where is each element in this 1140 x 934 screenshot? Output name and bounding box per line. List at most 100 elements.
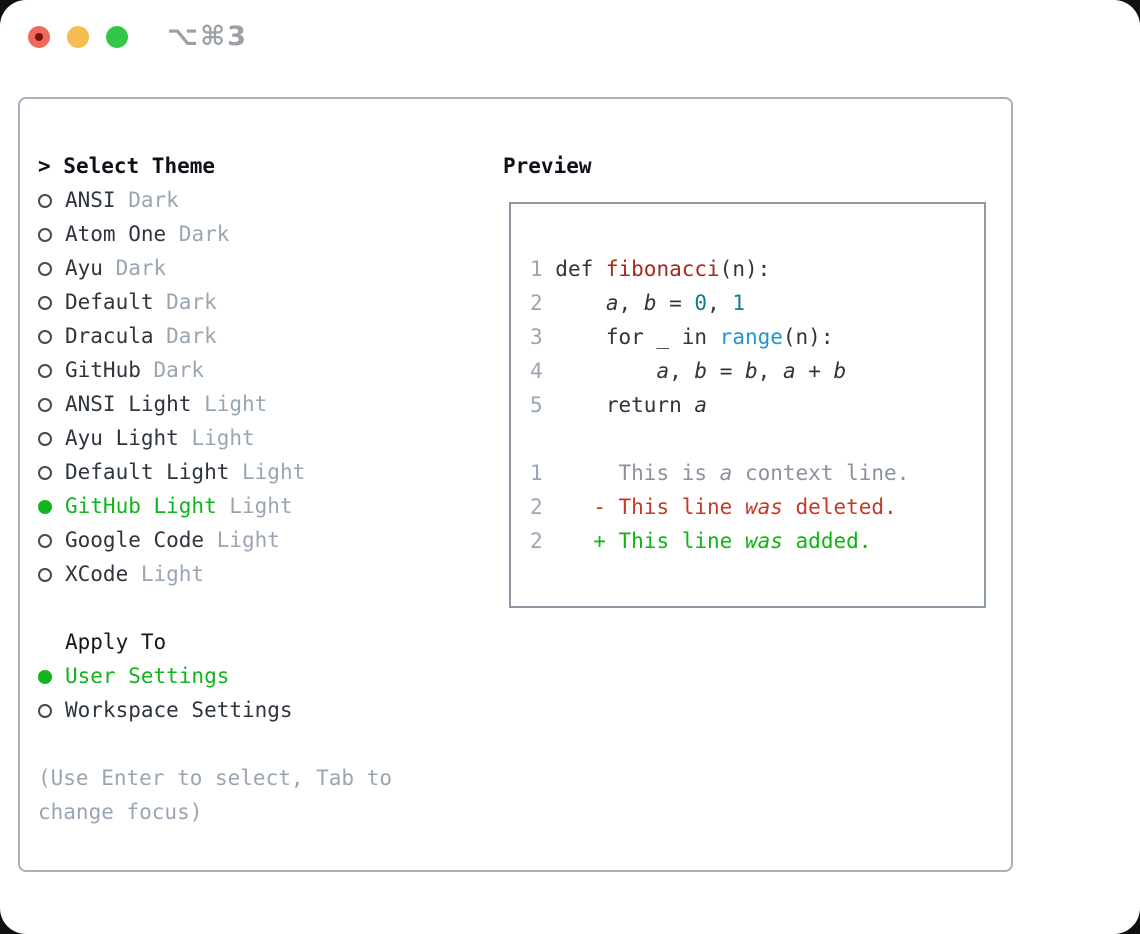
code-token: This is bbox=[542, 461, 720, 485]
apply-option-label: Workspace Settings bbox=[65, 698, 293, 722]
theme-option-google-code[interactable]: Google Code Light bbox=[38, 523, 392, 557]
code-token: a bbox=[719, 461, 733, 485]
theme-variant: Dark bbox=[102, 256, 167, 280]
radio-icon bbox=[38, 330, 52, 344]
code-token: added. bbox=[782, 529, 872, 553]
theme-name: Atom One bbox=[65, 222, 167, 246]
code-line: 4 a, b = b, a + b bbox=[530, 354, 909, 388]
code-line bbox=[530, 422, 909, 456]
help-line: change focus) bbox=[38, 800, 203, 824]
code-line: 5 return a bbox=[530, 388, 909, 422]
radio-icon bbox=[38, 432, 52, 446]
code-token: b bbox=[833, 359, 847, 383]
theme-option-ayu-light[interactable]: Ayu Light Light bbox=[38, 421, 392, 455]
code-token: - This line bbox=[542, 495, 745, 519]
radio-icon bbox=[38, 296, 52, 310]
code-token: deleted. bbox=[782, 495, 897, 519]
code-token: for _ in bbox=[542, 325, 720, 349]
code-token: was bbox=[744, 495, 783, 519]
minimize-button[interactable] bbox=[67, 26, 89, 48]
radio-icon bbox=[38, 194, 52, 208]
theme-name: ANSI Light bbox=[65, 392, 192, 416]
theme-option-github[interactable]: GitHub Dark bbox=[38, 353, 392, 387]
theme-variant: Dark bbox=[115, 188, 179, 212]
line-number: 2 bbox=[530, 529, 543, 553]
code-line: 3 for _ in range(n): bbox=[530, 320, 909, 354]
theme-option-atom-one[interactable]: Atom One Dark bbox=[38, 217, 392, 251]
theme-option-ayu[interactable]: Ayu Dark bbox=[38, 251, 392, 285]
theme-variant: Light bbox=[128, 562, 205, 586]
preview-title: Preview bbox=[503, 154, 592, 178]
line-number: 1 bbox=[530, 257, 543, 281]
code-token: (n): bbox=[719, 257, 771, 281]
theme-name: Default Light bbox=[65, 460, 230, 484]
radio-icon bbox=[38, 704, 52, 718]
apply-option-user-settings[interactable]: User Settings bbox=[38, 659, 392, 693]
code-token: context line. bbox=[732, 461, 910, 485]
zoom-button[interactable] bbox=[106, 26, 128, 48]
apply-to-header: Apply To bbox=[38, 625, 392, 659]
line-number: 4 bbox=[530, 359, 543, 383]
close-button[interactable] bbox=[28, 26, 50, 48]
theme-name: GitHub Light bbox=[65, 494, 217, 518]
theme-name: Ayu Light bbox=[65, 426, 179, 450]
apply-to-title: Apply To bbox=[65, 630, 167, 654]
spacer-row bbox=[38, 727, 392, 761]
line-number: 5 bbox=[530, 393, 543, 417]
close-dot-icon bbox=[35, 33, 43, 41]
code-token: a bbox=[656, 359, 670, 383]
code-token: b bbox=[745, 359, 758, 383]
code-token: (n): bbox=[782, 325, 834, 349]
theme-name: XCode bbox=[65, 562, 129, 586]
theme-variant: Light bbox=[191, 392, 268, 416]
theme-option-github-light[interactable]: GitHub Light Light bbox=[38, 489, 392, 523]
code-token: was bbox=[744, 529, 783, 553]
apply-option-workspace-settings[interactable]: Workspace Settings bbox=[38, 693, 392, 727]
radio-selected-icon bbox=[38, 500, 52, 514]
theme-name: Google Code bbox=[65, 528, 205, 552]
prompt-caret: > bbox=[38, 154, 64, 178]
radio-icon bbox=[38, 568, 52, 582]
theme-option-xcode[interactable]: XCode Light bbox=[38, 557, 392, 591]
preview-header: Preview bbox=[503, 149, 592, 183]
code-token: 1 bbox=[732, 291, 746, 315]
theme-name: GitHub bbox=[65, 358, 141, 382]
code-line: 2 a, b = 0, 1 bbox=[530, 286, 909, 320]
theme-name: Dracula bbox=[65, 324, 154, 348]
line-number: 2 bbox=[530, 291, 543, 315]
theme-option-default[interactable]: Default Dark bbox=[38, 285, 392, 319]
code-token: a bbox=[605, 291, 619, 315]
code-token: = bbox=[707, 359, 745, 383]
theme-variant: Light bbox=[178, 426, 255, 450]
code-line: 1 def fibonacci(n): bbox=[530, 252, 909, 286]
select-theme-header: > Select Theme bbox=[38, 149, 392, 183]
code-token: a bbox=[782, 359, 796, 383]
theme-option-dracula[interactable]: Dracula Dark bbox=[38, 319, 392, 353]
code-token: 0 bbox=[694, 291, 708, 315]
code-line: 2 - This line was deleted. bbox=[530, 490, 909, 524]
code-token bbox=[543, 359, 657, 383]
code-token: range bbox=[719, 325, 783, 349]
theme-variant: Light bbox=[229, 460, 306, 484]
code-token: + This line bbox=[542, 529, 745, 553]
code-token: + bbox=[795, 359, 834, 383]
code-token bbox=[543, 291, 606, 315]
theme-variant: Light bbox=[216, 494, 293, 518]
select-theme-title: Select Theme bbox=[63, 154, 216, 178]
radio-icon bbox=[38, 228, 52, 242]
theme-option-ansi[interactable]: ANSI Dark bbox=[38, 183, 392, 217]
code-token: b bbox=[694, 359, 708, 383]
theme-option-ansi-light[interactable]: ANSI Light Light bbox=[38, 387, 392, 421]
theme-option-default-light[interactable]: Default Light Light bbox=[38, 455, 392, 489]
code-token: , bbox=[707, 291, 733, 315]
window-title: ⌥⌘3 bbox=[167, 21, 248, 52]
line-number: 1 bbox=[530, 461, 543, 485]
radio-icon bbox=[38, 534, 52, 548]
code-token: , bbox=[669, 359, 695, 383]
spacer-row bbox=[38, 591, 392, 625]
